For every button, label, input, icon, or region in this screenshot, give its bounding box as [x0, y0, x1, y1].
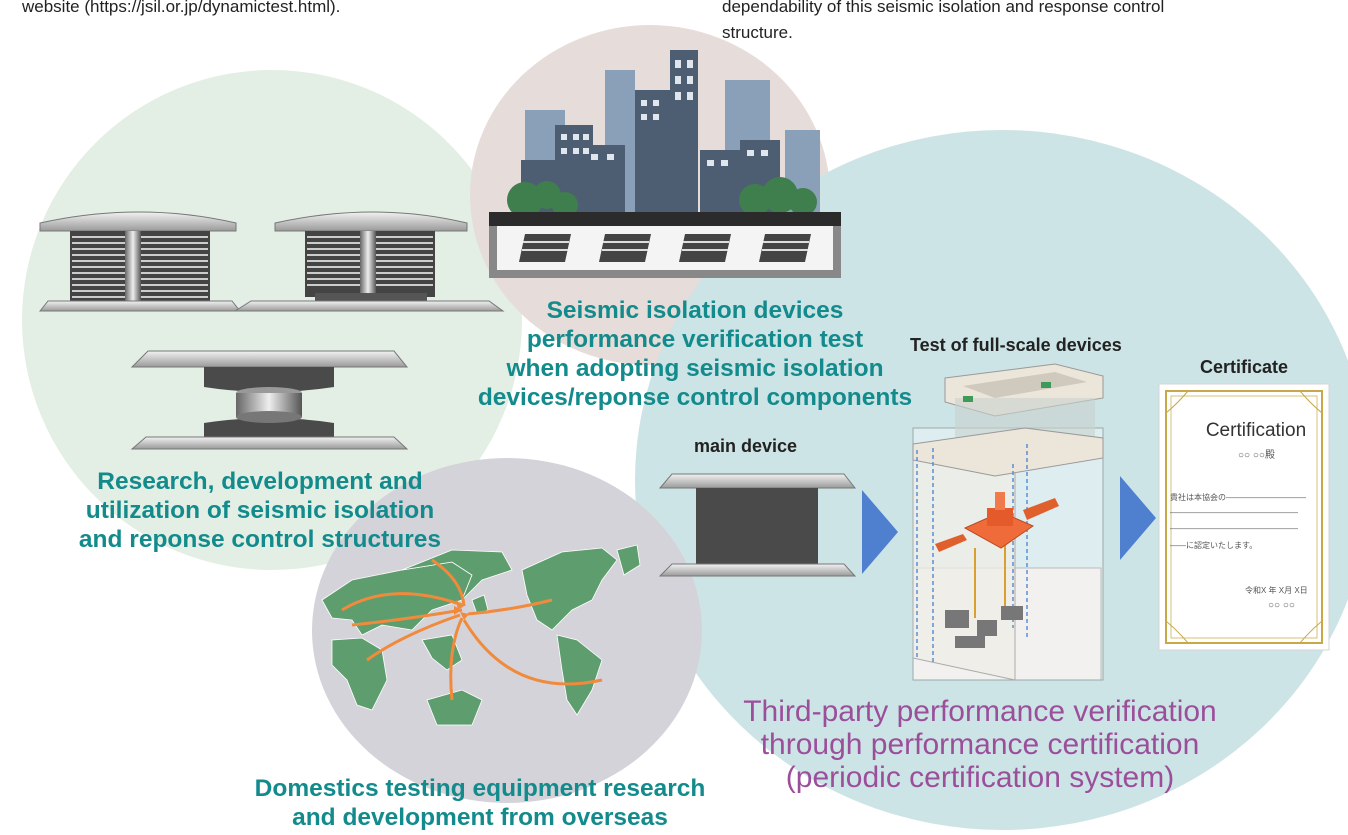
certificate-body-line3: ――――――――――――――――	[1170, 524, 1298, 533]
certificate-body-line4: ――に認定いたします。	[1170, 541, 1258, 550]
caption-domestic: Domestics testing equipment research and…	[200, 774, 760, 832]
caption-research-line2: utilization of seismic isolation	[85, 497, 435, 524]
certificate-body-line2: ――――――――――――――――	[1170, 508, 1298, 517]
certificate-body-line1: 貴社は本協会の――――――――――	[1170, 493, 1306, 502]
world-map-icon	[321, 544, 641, 726]
arrow-right-icon	[1120, 476, 1156, 560]
caption-seismic-line2: performance verification test	[526, 326, 864, 353]
certificate-title: Certification	[1205, 420, 1307, 441]
label-main-device: main device	[694, 436, 798, 456]
arrow-right-icon	[862, 490, 898, 574]
label-test-full-scale: Test of full-scale devices	[910, 335, 1122, 355]
bearing-icon	[233, 211, 505, 312]
caption-third-party-line2: through performance certification	[760, 728, 1200, 761]
intro-text-left: website (https://jsil.or.jp/dynamictest.…	[22, 0, 341, 16]
bearing-icon	[130, 350, 409, 450]
caption-research-line1: Research, development and	[97, 468, 423, 495]
certificate-addressee: ○○ ○○殿	[1238, 450, 1275, 461]
city-icon	[489, 50, 841, 278]
intro-text-right: dependability of this seismic isolation …	[722, 0, 1164, 46]
caption-seismic-line3: when adopting seismic isolation	[506, 355, 884, 382]
caption-third-party: Third-party performance verification thr…	[700, 695, 1260, 794]
test-rig-icon	[912, 363, 1104, 681]
caption-research: Research, development and utilization of…	[40, 467, 480, 554]
caption-seismic-line1: Seismic isolation devices	[546, 297, 844, 324]
caption-seismic-test: Seismic isolation devices performance ve…	[455, 296, 935, 412]
caption-domestic-line1: Domestics testing equipment research	[254, 775, 706, 802]
certificate-icon	[1158, 383, 1330, 651]
caption-research-line3: and reponse control structures	[78, 526, 442, 553]
bearing-icon	[38, 211, 242, 312]
certificate-date: 令和X 年 X月 X日	[1245, 586, 1308, 595]
intro-text-right-line1: dependability of this seismic isolation …	[722, 0, 1165, 16]
caption-seismic-line4: devices/reponse control components	[477, 384, 913, 411]
intro-text-right-line2: structure.	[722, 23, 793, 42]
certificate-signer: ○○ ○○	[1268, 600, 1295, 611]
circle-domestic	[312, 458, 702, 803]
label-certificate: Certificate	[1200, 357, 1289, 377]
caption-domestic-line2: and development from overseas	[292, 804, 668, 831]
bearing-icon	[658, 473, 857, 577]
caption-third-party-line3: (periodic certification system)	[785, 761, 1175, 794]
caption-third-party-line1: Third-party performance verification	[743, 695, 1217, 728]
